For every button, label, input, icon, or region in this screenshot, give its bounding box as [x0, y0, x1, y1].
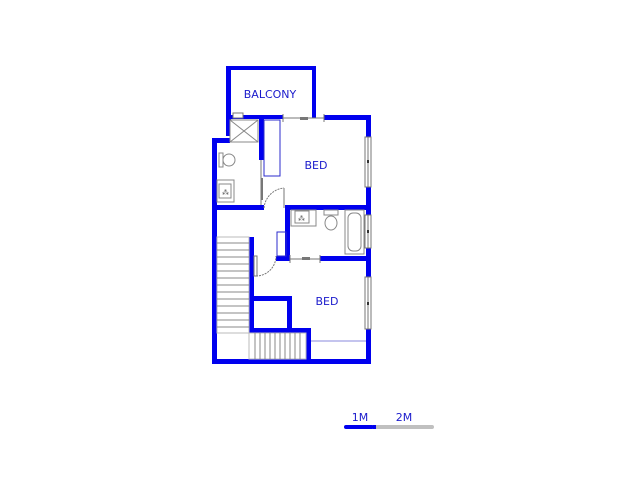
windows [232, 112, 372, 330]
doors [253, 114, 325, 277]
basin-bathroom: ⁂ [290, 209, 317, 227]
room-label-balcony: BALCONY [244, 88, 297, 101]
svg-text:⁂: ⁂ [298, 215, 305, 223]
balcony-wall-top [226, 66, 316, 70]
wall-left [212, 138, 217, 363]
scale-bar: 1M 2M [344, 411, 434, 429]
scale-bar-first-meter [344, 425, 374, 429]
room-label-bed-2: BED [316, 295, 339, 308]
wall-step-top [212, 138, 230, 143]
wall-bed1-bottom [285, 205, 371, 210]
stair-flight-lower [248, 332, 307, 360]
wall-ensuite-bed [259, 118, 264, 160]
wall-top-left [228, 115, 283, 119]
wall-landing [249, 237, 254, 333]
bathtub [344, 209, 365, 255]
wall-top-right [324, 115, 370, 120]
wall-bath-left [285, 205, 290, 260]
basin-ensuite: ⁂ [216, 179, 235, 203]
bed2-door-swing [255, 255, 277, 277]
scale-label-2m: 2M [396, 411, 413, 424]
toilet-bathroom [323, 209, 339, 231]
wall-cupboard-right [287, 296, 292, 331]
wall-cupboard-bottom [249, 328, 311, 333]
bathroom-fixtures: ⁂ [276, 209, 365, 257]
staircase [216, 236, 307, 360]
wall-ensuite-bottom [212, 205, 264, 210]
toilet-ensuite [218, 152, 236, 168]
wall-cupboard-top [249, 296, 291, 301]
bed1-wardrobe [263, 119, 281, 177]
interior-walls [212, 118, 371, 363]
wall-bath-bottom-left [276, 256, 290, 261]
wall-bottom [212, 359, 371, 364]
svg-text:⁂: ⁂ [222, 189, 229, 197]
balcony-wall-right [312, 66, 316, 118]
sliding-door-handle [300, 117, 308, 120]
linen-cupboard [276, 231, 287, 257]
ensuite-fixtures: ⁂ [216, 119, 281, 203]
bed1-door-swing [263, 187, 285, 209]
scale-bar-second-meter [373, 425, 434, 429]
wall-bath-bottom-right [320, 256, 371, 261]
window-ensuite [232, 112, 244, 119]
wall-stair-right [306, 328, 311, 363]
balcony-wall-left [226, 66, 231, 136]
scale-label-1m: 1M [352, 411, 369, 424]
room-label-bed-1: BED [305, 159, 328, 172]
